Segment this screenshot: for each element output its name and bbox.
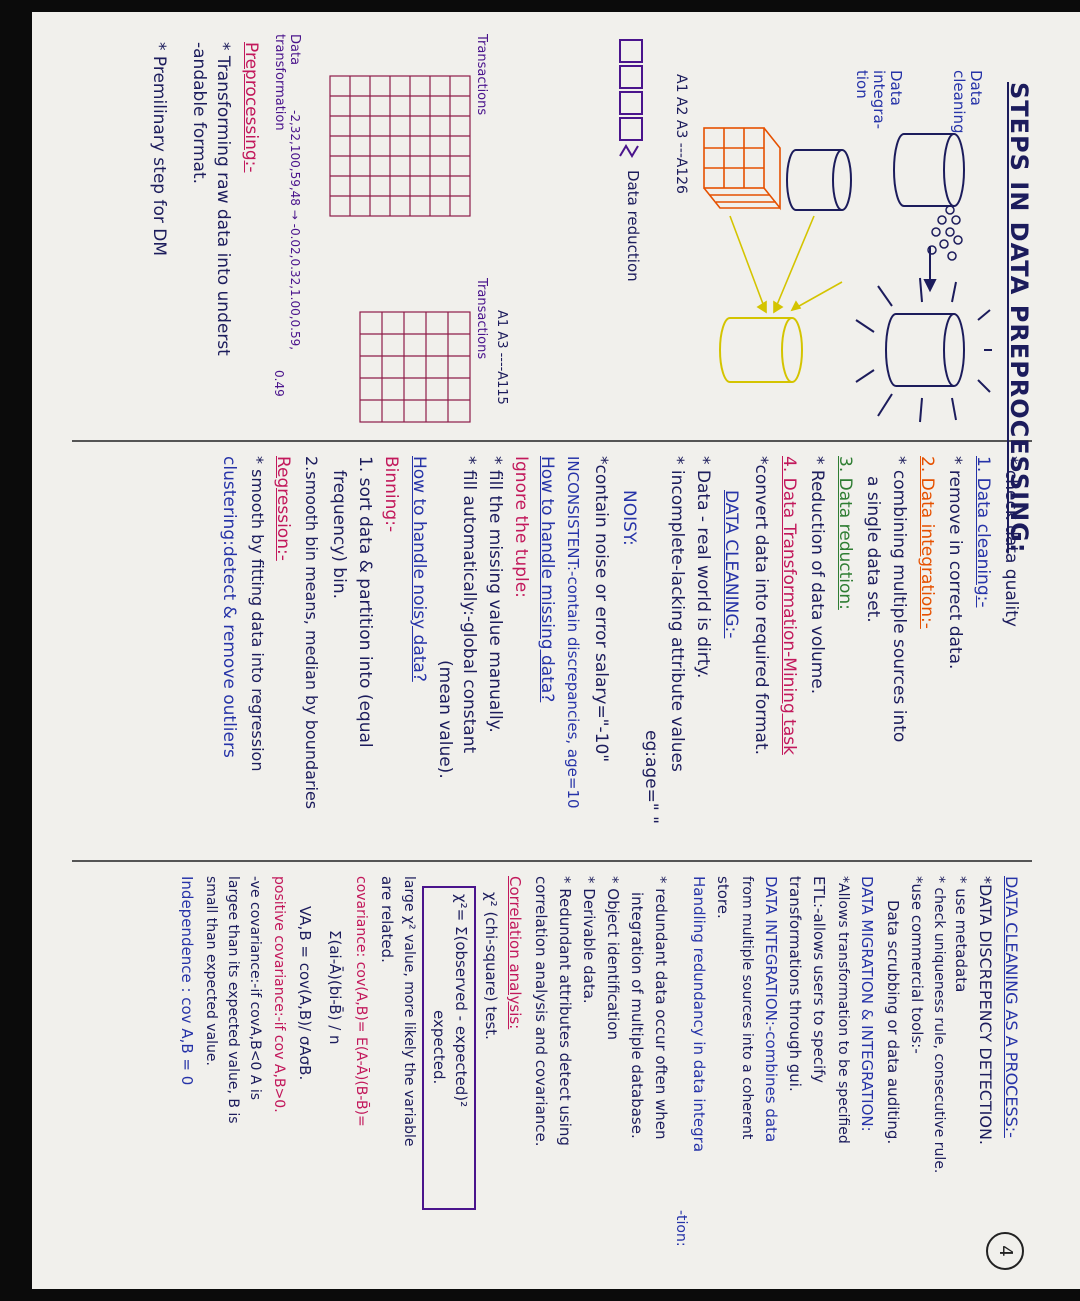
col2-line: *contain noise or error salary="-10": [591, 456, 611, 763]
col2-line: * combining multiple sources into: [889, 456, 909, 743]
dirty-bubbles-icon: [927, 205, 963, 261]
col2-line: Ignore the tuple:: [511, 456, 531, 598]
col3-line: small than expected value.: [203, 876, 219, 1066]
col2-line: frequency) bin.: [329, 470, 349, 599]
col1-line: * Transforming raw data into underst: [213, 42, 233, 356]
cleaning-arrow-icon: [923, 246, 937, 293]
col3-line: Independence : cov A,B = 0: [178, 876, 196, 1086]
col3-line: store.: [714, 876, 732, 919]
clean-data-cylinder-icon: [885, 313, 965, 387]
col3-line: * Object identification: [604, 876, 622, 1040]
col2-line: Binning:-: [381, 456, 401, 533]
page-number: 4: [986, 1232, 1024, 1270]
attrs-right-label: A1 A3 ----A115: [494, 310, 509, 405]
col3-line: Handling redundancy in data integra: [690, 876, 708, 1153]
col3-line: -tion:: [673, 1210, 689, 1247]
transform-values: -2,32,100,59,48 → -0.02,0.32,1.00,0.59,: [288, 110, 302, 351]
col3-line: χ² (chi-square) test.: [482, 892, 500, 1040]
col3-line: *use commercial tools:-: [908, 876, 926, 1054]
col3-line: ETL:-allows users to specify: [810, 876, 828, 1084]
col2-line: * incomplete-lacking attribute values: [667, 456, 687, 772]
col3-line: DATA CLEANING AS A PROCESS:-: [1002, 876, 1021, 1138]
col3-line: correlation analysis and covariance.: [532, 876, 550, 1147]
col3-line: are related.: [378, 876, 396, 963]
col2-line: * check data quality: [1001, 456, 1021, 627]
col2-line: eg:age=" ": [641, 730, 661, 824]
transaction-table-right: [359, 311, 471, 423]
col2-line: * Data - real world is dirty.: [693, 456, 713, 679]
target-cylinder-icon: [719, 317, 803, 383]
col3-line: *DATA DISCREPENCY DETECTION.: [976, 876, 995, 1145]
col3-line: -ve covariance:-if covA,B<0 A is: [247, 876, 263, 1101]
col2-line: *convert data into required format.: [751, 456, 771, 756]
col3-line: covariance: cov(A,B)= E(A-Ā)(B-B̄)=: [353, 876, 369, 1127]
col3-line: * Derivable data.: [580, 876, 598, 1004]
col3-line: integration of multiple database.: [628, 892, 646, 1139]
col2-line: 2. Data integration:-: [917, 456, 937, 629]
label-data-reduction: Data reduction: [624, 170, 642, 282]
col2-line: 4. Data Transformation-Mining task: [779, 456, 799, 755]
col3-line: DATA MIGRATION & INTEGRATION:: [858, 876, 876, 1132]
col2-line: * remove in correct data.: [945, 456, 965, 670]
integration-arrows-icon: [729, 215, 843, 314]
col3-line: transformations through gui.: [786, 876, 804, 1092]
col2-line: How to handle missing data?: [537, 456, 557, 703]
col3-line: VA,B = cov(A,B)/ σAσB.: [296, 906, 314, 1081]
col3-line: * check uniqueness rule, consecutive rul…: [931, 876, 947, 1174]
col2-line: INCONSISTENT:-contain discrepancies, age…: [564, 456, 582, 809]
col2-line: 1. Data cleaning:-: [973, 456, 993, 608]
col2-line: (mean value).: [435, 660, 455, 779]
col2-line: 3. Data reduction:: [835, 456, 855, 610]
col2-line: How to handle noisy data?: [409, 456, 429, 682]
column-divider-1: [72, 440, 1032, 442]
col3-line: * Redundant attributes detect using: [556, 876, 574, 1146]
col2-line: 2.smooth bin means, median by boundaries: [302, 456, 321, 810]
col1-line: * Premilinary step for DM: [149, 42, 169, 257]
col3-line: expected.: [430, 1010, 448, 1085]
col2-line: * smooth by fitting data into regression: [248, 456, 267, 772]
attrs-left-label: A1 A2 A3 ---A126: [673, 74, 689, 194]
col3-line: DATA INTEGRATION:-combines data: [762, 876, 780, 1143]
transactions-left-label: Transactions: [474, 34, 489, 116]
col2-line: NOISY:: [619, 490, 639, 546]
col2-line: Regression:-: [273, 456, 293, 561]
col3-line: largee than its expected value, B is: [225, 876, 241, 1124]
transaction-table-left: [329, 75, 471, 217]
col3-line: χ²= Σ(observed - expected)²: [452, 894, 470, 1108]
column-divider-2: [72, 860, 1032, 862]
col2-line: a single data set.: [863, 476, 883, 623]
transactions-right-label: Transactions: [474, 278, 489, 360]
preprocessing-diagram: [703, 127, 992, 423]
col2-line: DATA CLEANING:-: [721, 490, 741, 639]
data-cube-icon: [703, 127, 781, 211]
col3-line: *Allows transformation to be specified: [835, 876, 851, 1144]
col2-line: * fill the missing value manually.: [485, 456, 505, 733]
col2-line: 1. sort data & partition into (equal: [355, 456, 375, 748]
col3-line: from multiple sources into a coherent: [739, 876, 755, 1140]
col3-line: Data scrubbing or data auditing.: [884, 900, 902, 1145]
transform-values-cont: 0.49: [272, 370, 286, 397]
col3-line: Σ(ai-Ā)(bi-B̄) / n: [326, 930, 344, 1045]
col1-line: -andable format.: [189, 42, 209, 185]
col3-line: * redundant data occur often when: [652, 876, 670, 1140]
glow-rays-icon: [855, 277, 992, 423]
integration-cylinder-icon: [786, 149, 852, 211]
col2-line: clustering:detect & remove outliers: [219, 456, 239, 758]
col3-line: large χ² value, more likely the variable: [401, 876, 417, 1147]
preprocessing-heading: Preprocessing:-: [241, 42, 261, 173]
reduction-blocks-icon: [619, 39, 643, 158]
col2-line: * Reduction of data volume.: [807, 456, 827, 695]
col3-line: * use metadata: [952, 876, 970, 993]
col3-line: positive covariance:-if cov A,B>0.: [271, 876, 287, 1113]
col3-line: Correlation analysis:: [506, 876, 524, 1030]
col2-line: * fill automatically:-global constant: [459, 456, 479, 754]
cleaning-cylinder-icon: [893, 133, 965, 207]
